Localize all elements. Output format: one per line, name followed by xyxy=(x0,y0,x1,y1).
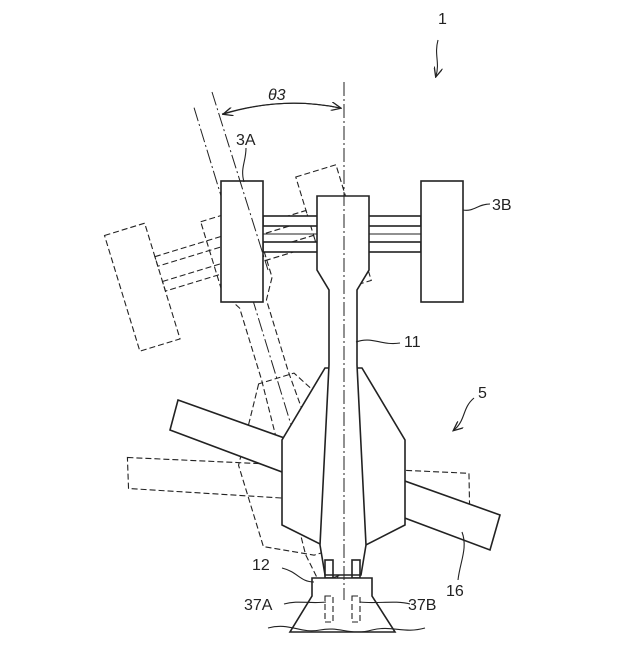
rotated-wheel-3a xyxy=(104,223,180,351)
wheel-3a xyxy=(221,181,263,302)
leader-3a xyxy=(243,148,246,182)
original-assembly-solid xyxy=(170,181,500,578)
leader-1 xyxy=(436,40,438,76)
wheel-3b xyxy=(421,181,463,302)
label-37b: 37B xyxy=(408,597,436,614)
label-11: 11 xyxy=(404,334,421,351)
label-3b: 3B xyxy=(492,197,512,214)
leader-11 xyxy=(356,340,400,344)
rotated-assembly-dashed xyxy=(28,62,494,640)
label-5: 5 xyxy=(478,385,487,402)
leader-12 xyxy=(282,568,314,582)
label-12: 12 xyxy=(252,557,270,574)
label-theta3: θ3 xyxy=(268,87,286,104)
base-block xyxy=(290,578,395,632)
label-3a: 3A xyxy=(236,132,256,149)
leader-3b xyxy=(463,204,490,210)
leader-5 xyxy=(454,398,474,430)
label-16: 16 xyxy=(446,583,464,600)
base-mount xyxy=(268,578,425,632)
label-37a: 37A xyxy=(244,597,273,614)
label-fig-1: 1 xyxy=(438,11,447,28)
